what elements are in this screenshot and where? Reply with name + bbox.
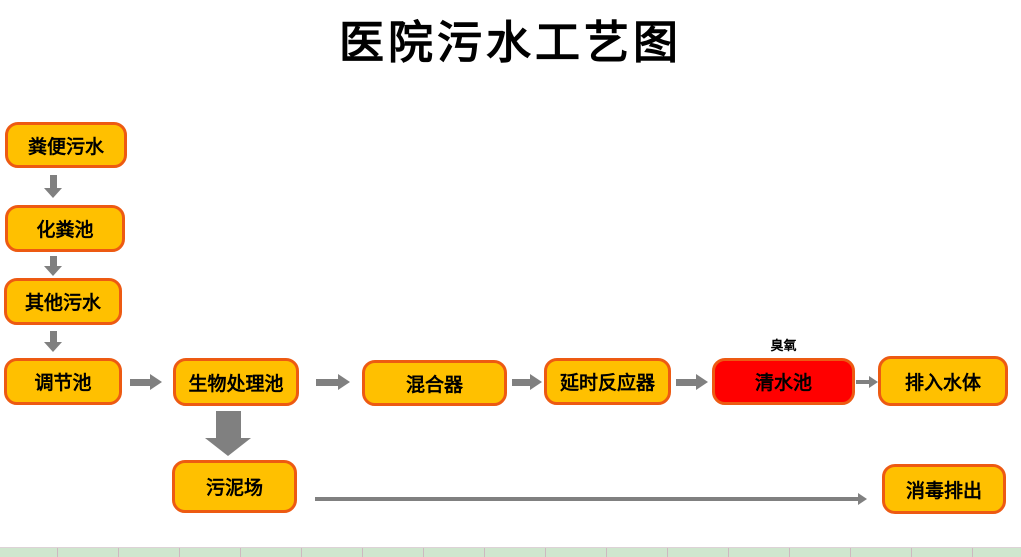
arrow-right-icon xyxy=(856,376,878,388)
arrow-right-icon xyxy=(316,374,350,390)
arrow-right-icon xyxy=(676,374,708,390)
bottom-table-edge xyxy=(0,547,1021,557)
node-regulating-tank: 调节池 xyxy=(4,358,122,405)
node-disinfect-discharge: 消毒排出 xyxy=(882,464,1006,514)
arrow-right-icon xyxy=(512,374,542,390)
node-delay-reactor: 延时反应器 xyxy=(544,358,671,405)
ozone-label: 臭氧 xyxy=(770,339,797,354)
node-septic-tank: 化粪池 xyxy=(5,205,125,252)
arrow-right-long-icon xyxy=(315,493,867,505)
node-mixer: 混合器 xyxy=(362,360,507,406)
arrow-down-icon xyxy=(44,175,62,198)
node-discharge-to-water: 排入水体 xyxy=(878,356,1008,406)
node-clear-water-tank: 清水池 xyxy=(712,358,855,405)
arrow-down-big-icon xyxy=(205,411,251,456)
node-fecal-sewage: 粪便污水 xyxy=(5,122,127,168)
diagram-title: 医院污水工艺图 xyxy=(338,16,682,69)
node-bio-treatment-tank: 生物处理池 xyxy=(173,358,299,406)
arrow-down-icon xyxy=(44,256,62,276)
arrow-down-icon xyxy=(44,331,62,352)
arrow-right-icon xyxy=(130,374,162,390)
node-sludge-yard: 污泥场 xyxy=(172,460,297,513)
node-other-sewage: 其他污水 xyxy=(4,278,122,325)
